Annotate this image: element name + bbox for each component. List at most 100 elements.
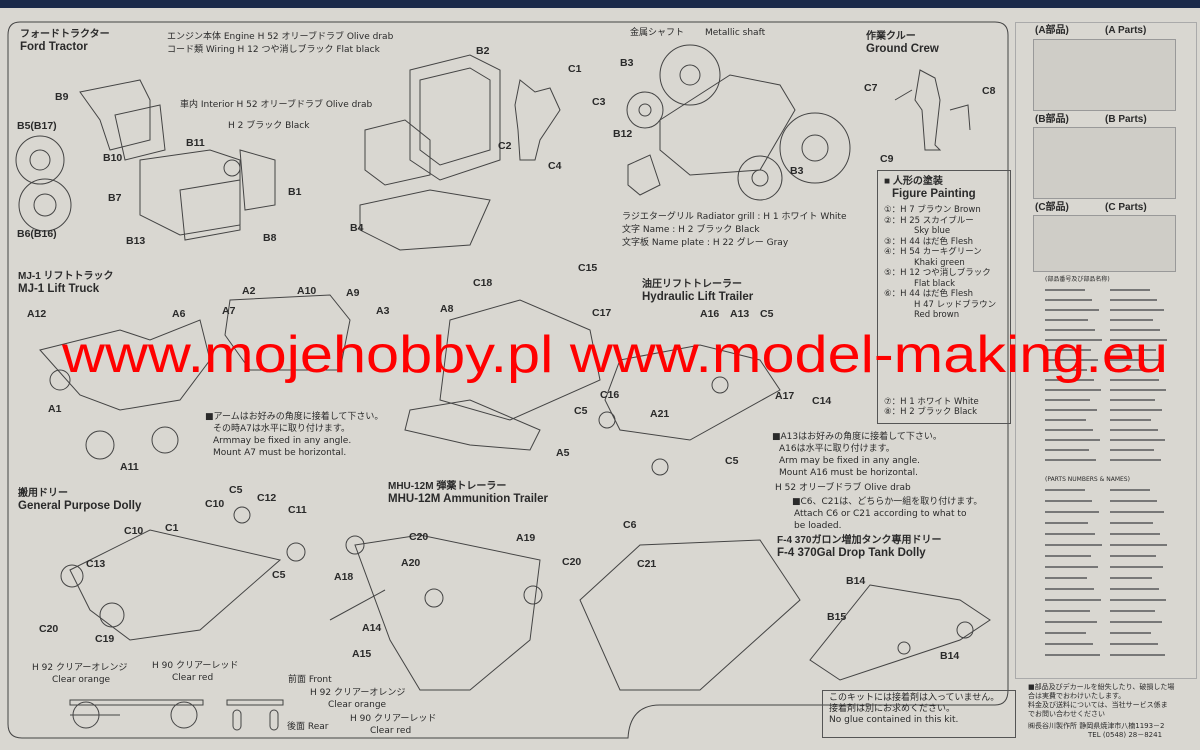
tractor-engine-drawing <box>79 79 166 161</box>
a13-note-1: ■A13はお好みの角度に接着して下さい。 <box>772 432 942 442</box>
part-label-a11: A11 <box>120 461 139 473</box>
b-parts-en: (B Parts) <box>1105 114 1147 125</box>
maker-address: 静岡県焼津市八楠1193－2 <box>1079 722 1165 730</box>
part-label-b11: B11 <box>186 137 205 149</box>
figure-painting-item: ⑦：H 1 ホワイト White <box>884 396 979 407</box>
b-parts-sprue <box>1033 127 1176 199</box>
part-label-a20: A20 <box>401 557 421 569</box>
figure-painting-item: ④：H 54 カーキグリーン <box>884 247 982 257</box>
c6-note-3: be loaded. <box>794 521 842 531</box>
a-parts-jp: (A部品) <box>1035 25 1069 36</box>
part-label-a21: A21 <box>650 408 670 420</box>
top-edge <box>0 0 1200 8</box>
part-label-a6: A6 <box>172 308 186 320</box>
part-label-c5: C5 <box>725 455 739 467</box>
metal-shaft-en: Metallic shaft <box>705 28 766 38</box>
maker-tel: TEL (0548) 28－8241 <box>1088 731 1163 739</box>
part-label-b14: B14 <box>846 575 866 587</box>
part-label-c9: C9 <box>880 153 894 165</box>
part-label-a9: A9 <box>346 287 360 299</box>
part-label-b2: B2 <box>476 45 490 57</box>
part-label-c5: C5 <box>229 484 243 496</box>
figure-painting-item: ③：H 44 はだ色 Flesh <box>884 236 974 247</box>
part-label-a2: A2 <box>242 285 256 297</box>
part-label-c15: C15 <box>578 262 598 274</box>
part-label-c8: C8 <box>982 85 996 97</box>
engine-note: エンジン本体 Engine H 52 オリーブドラブ Olive drab <box>167 32 394 42</box>
front-clear-orange-jp: H 92 クリアーオレンジ <box>310 688 406 698</box>
part-label-b14: B14 <box>940 650 960 662</box>
service-note-2: 合は実費でおわけいたします。 <box>1028 692 1126 700</box>
c-parts-sprue <box>1033 215 1176 272</box>
part-label-c14: C14 <box>812 395 832 407</box>
metal-shaft-jp: 金属シャフト <box>630 28 685 38</box>
clear-orange-en: Clear orange <box>52 675 111 685</box>
a-parts-sprue <box>1033 39 1176 111</box>
trailer-side-view <box>69 699 204 706</box>
b-parts-jp: (B部品) <box>1035 114 1069 125</box>
part-label-c19: C19 <box>95 633 115 645</box>
part-label-c10: C10 <box>124 525 144 537</box>
figure-painting-item: H 47 レッドブラウン <box>914 299 997 310</box>
part-label-c4: C4 <box>548 160 562 172</box>
part-label-a17: A17 <box>775 390 795 402</box>
figure-painting-item: ⑧：H 2 ブラック Black <box>884 407 978 417</box>
ground-crew-figure <box>914 69 942 151</box>
part-label-b3: B3 <box>790 165 804 177</box>
glue-note-1: このキットには接着剤は入っていません。 <box>829 693 1000 703</box>
arm-note-4: Mount A7 must be horizontal. <box>213 448 347 458</box>
part-label-c16: C16 <box>600 389 620 401</box>
figure-painting-item: ②：H 25 スカイブルー <box>884 215 974 226</box>
part-label-a19: A19 <box>516 532 536 544</box>
service-note: ■部品及びデカールを紛失したり、破損した場 合は実費でおわけいたします。 料金及… <box>1028 683 1174 740</box>
glue-note-2: 接着剤は別にお求めください。 <box>829 704 956 714</box>
c6-note-1: ■C6、C21は、どちらか一組を取り付けます。 <box>792 497 983 507</box>
clear-red-en: Clear red <box>172 673 214 683</box>
service-note-1: ■部品及びデカールを紛失したり、破損した場 <box>1028 683 1175 691</box>
part-label-c3: C3 <box>592 96 606 108</box>
c-parts-en: (C Parts) <box>1105 202 1147 213</box>
c-frame-drawing <box>439 299 601 421</box>
figure-drawing <box>514 79 561 161</box>
part-label-c1: C1 <box>165 522 179 534</box>
part-label-c5: C5 <box>272 569 286 581</box>
part-label-a10: A10 <box>297 285 317 297</box>
front-clear-orange-en: Clear orange <box>328 700 387 710</box>
part-label-b1: B1 <box>288 186 302 198</box>
part-label-a14: A14 <box>362 622 382 634</box>
part-label-b10: B10 <box>103 152 123 164</box>
watermark-text: www.mojehobby.pl www.model-making.eu <box>61 326 1168 384</box>
trailer-end-view <box>226 699 284 706</box>
part-label-a12: A12 <box>27 308 47 320</box>
arm-note-1: ■アームはお好みの角度に接着して下さい。 <box>205 412 384 422</box>
part-label-a3: A3 <box>376 305 390 317</box>
figure-painting-item: Red brown <box>914 310 960 320</box>
wiring-note: コード類 Wiring H 12 つや消しブラック Flat black <box>167 45 380 55</box>
figure-painting-item: ①：H 7 ブラウン Brown <box>884 205 981 215</box>
lift-truck-drawing <box>39 319 211 411</box>
part-label-b12: B12 <box>613 128 633 140</box>
part-label-c21: C21 <box>637 558 657 570</box>
figure-painting-item: Flat black <box>914 278 956 289</box>
part-label-c13: C13 <box>86 558 106 570</box>
part-label-c6: C6 <box>623 519 637 531</box>
part-label-b9: B9 <box>55 91 69 103</box>
part-label-b13: B13 <box>126 235 146 247</box>
part-label-c7: C7 <box>864 82 878 94</box>
figure-painting-item: Khaki green <box>914 257 965 268</box>
part-label-c1: C1 <box>568 63 582 75</box>
clear-red-jp: H 90 クリアーレッド <box>152 661 239 671</box>
part-label-a16: A16 <box>700 308 720 320</box>
part-label-a7: A7 <box>222 305 236 317</box>
nameplate-note: 文字板 Name plate : H 22 グレー Gray <box>622 238 789 248</box>
maker-name: ㈱長谷川製作所 <box>1028 722 1077 730</box>
